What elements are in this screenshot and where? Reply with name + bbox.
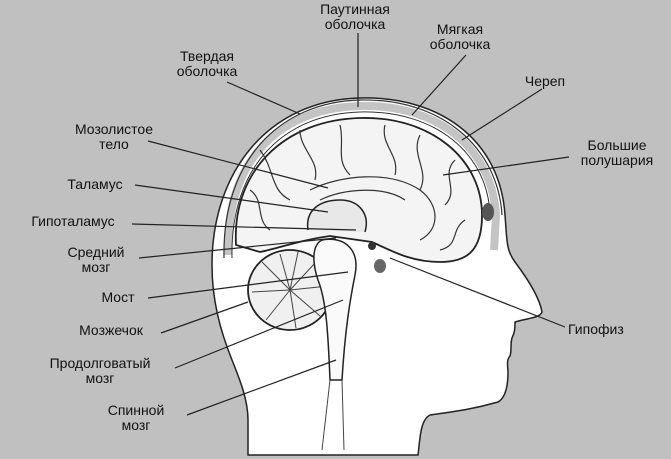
label-text: Спинной	[107, 402, 165, 418]
label-mozzh: Мозжечок	[79, 323, 143, 338]
leader-line-most	[147, 271, 349, 299]
leader-line-bolsh	[442, 156, 570, 176]
label-text: Твердая	[179, 48, 235, 64]
leader-line-cherep	[461, 88, 543, 141]
label-text: Средний	[67, 244, 125, 260]
label-text: мозг	[81, 259, 111, 275]
leader-line-mozzh	[160, 301, 249, 334]
label-text: Гипофиз	[568, 321, 624, 337]
label-text: оболочка	[429, 36, 491, 52]
label-gipof: Гипофиз	[568, 322, 624, 337]
label-text: оболочка	[176, 63, 238, 79]
leader-line-mozol	[147, 140, 329, 189]
label-text: тело	[99, 136, 129, 152]
leader-line-prodol	[174, 299, 344, 369]
leader-line-talam	[134, 184, 329, 213]
label-text: Мост	[101, 289, 135, 305]
label-text: Большие	[587, 137, 647, 153]
leader-line-gipotal	[131, 223, 357, 231]
label-text: Мозжечок	[79, 322, 143, 338]
label-most: Мост	[101, 290, 134, 305]
label-text: Мягкая	[436, 21, 484, 37]
label-text: Паутинная	[320, 1, 390, 17]
label-text: Мозолистое	[74, 121, 154, 137]
leader-line-gipof	[389, 257, 566, 328]
label-text: Продолговатый	[49, 355, 151, 371]
leader-line-sredn	[138, 237, 337, 259]
label-talam: Таламус	[67, 177, 122, 192]
leader-line-spinn	[186, 359, 337, 416]
label-text: полушария	[580, 152, 654, 168]
label-text: мозг	[121, 417, 151, 433]
label-text: оболочка	[324, 16, 386, 32]
label-text: Череп	[524, 73, 566, 89]
leader-line-myag	[411, 54, 467, 116]
label-cherep: Череп	[525, 74, 565, 89]
leader-line-tverd	[226, 81, 301, 115]
label-text: Гипоталамус	[31, 213, 115, 229]
label-text: мозг	[85, 370, 115, 386]
label-text: Таламус	[67, 176, 123, 192]
label-gipotal: Гипоталамус	[31, 214, 114, 229]
